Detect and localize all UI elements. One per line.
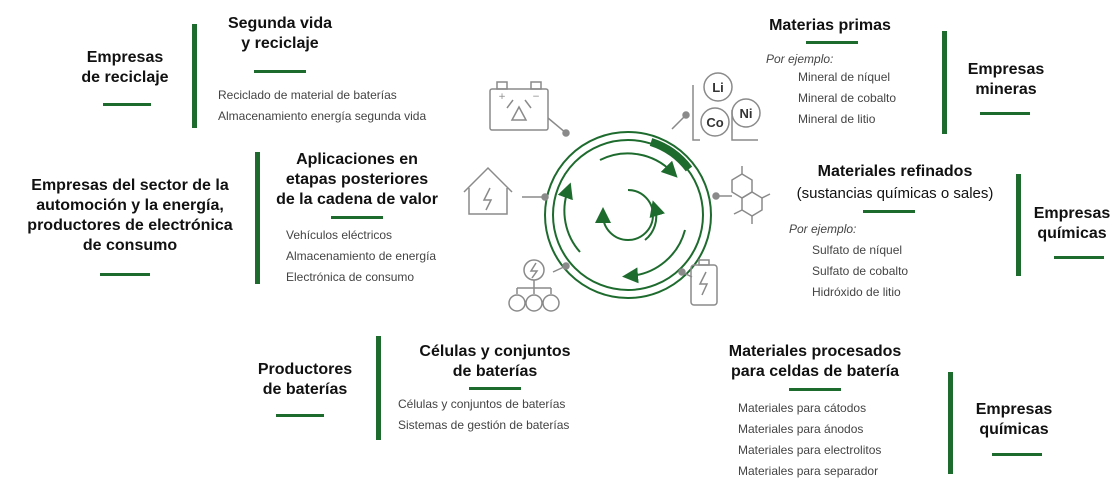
power-grid-icon: [508, 259, 560, 312]
company-chemical-2-underline: [992, 453, 1042, 456]
items-refined: Sulfato de níquel Sulfato de cobalto Hid…: [812, 240, 908, 303]
stage-raw-underline: [806, 41, 858, 44]
list-item: Sulfato de cobalto: [812, 264, 909, 278]
list-item: Sulfato de níquel: [812, 243, 903, 257]
example-label-refined: Por ejemplo:: [789, 222, 857, 236]
nickel-symbol: Ni: [740, 106, 753, 121]
company-battery-underline: [276, 414, 324, 417]
list-item: Células y conjuntos de baterías: [398, 397, 566, 411]
company-recycling: Empresas de reciclaje: [81, 49, 169, 86]
lithium-symbol: Li: [712, 80, 724, 95]
stage-title-raw-materials: Materias primas: [769, 17, 891, 34]
list-item: Almacenamiento de energía: [286, 249, 437, 263]
cycle-highlight: [649, 138, 693, 172]
items-raw-materials: Mineral de níquel Mineral de cobalto Min…: [798, 67, 896, 130]
company-mining-underline: [980, 112, 1030, 115]
stage-cells-underline: [469, 387, 521, 390]
company-chemical-1: Empresas químicas: [1033, 205, 1111, 242]
divider-recycling: [192, 24, 197, 128]
stage-second-life-underline: [254, 70, 306, 73]
list-item: Materiales para separador: [738, 464, 879, 478]
stage-refined-underline: [863, 210, 915, 213]
items-applications: Vehículos eléctricos Almacenamiento de e…: [286, 225, 436, 288]
cobalt-symbol: Co: [706, 115, 723, 130]
items-cells: Células y conjuntos de baterías Sistemas…: [398, 394, 569, 436]
example-label-raw: Por ejemplo:: [766, 52, 834, 66]
divider-chemical-1: [1016, 174, 1021, 276]
items-processed: Materiales para cátodos Materiales para …: [738, 398, 881, 482]
stage-processed-underline: [789, 388, 841, 391]
company-chemical-1-underline: [1054, 256, 1104, 259]
company-automotive-energy: Empresas del sector de la automoción y l…: [27, 177, 233, 254]
battery-plus-sign: +: [498, 92, 506, 102]
divider-mining: [942, 31, 947, 134]
list-item: Materiales para cátodos: [738, 401, 867, 415]
stage-title-applications: Aplicaciones en etapas posteriores de la…: [276, 151, 438, 208]
company-mining: Empresas mineras: [967, 61, 1045, 98]
molecule-icon: [731, 166, 771, 224]
company-recycling-underline: [103, 103, 151, 106]
stage-title-processed: Materiales procesados para celdas de bat…: [728, 343, 902, 380]
divider-cells: [376, 336, 381, 440]
list-item: Mineral de níquel: [798, 70, 891, 84]
company-chemical-2: Empresas químicas: [975, 401, 1053, 438]
divider-applications: [255, 152, 260, 284]
house-energy-icon: [463, 166, 513, 215]
list-item: Mineral de litio: [798, 112, 876, 126]
stage-subtitle-refined: (sustancias químicas o sales): [796, 185, 994, 202]
elements-icon: [692, 72, 761, 141]
list-item: Sistemas de gestión de baterías: [398, 418, 570, 432]
company-automotive-underline: [100, 273, 150, 276]
stage-title-second-life: Segunda vida y reciclaje: [227, 15, 333, 52]
list-item: Mineral de cobalto: [798, 91, 897, 105]
battery-charging-icon: [690, 259, 718, 306]
list-item: Electrónica de consumo: [286, 270, 415, 284]
recycle-battery-icon: [489, 81, 549, 131]
stage-title-refined: Materiales refinados: [817, 163, 973, 180]
list-item: Materiales para electrolitos: [738, 443, 882, 457]
list-item: Materiales para ánodos: [738, 422, 864, 436]
stage-applications-underline: [331, 216, 383, 219]
connectors: [522, 111, 732, 278]
battery-minus-sign: −: [532, 92, 540, 102]
cycle-rings: [544, 131, 712, 299]
company-battery-producers: Productores de baterías: [257, 361, 353, 398]
stage-title-cells: Células y conjuntos de baterías: [419, 343, 571, 380]
list-item: Reciclado de material de baterías: [218, 88, 397, 102]
divider-chemical-2: [948, 372, 953, 474]
list-item: Almacenamiento energía segunda vida: [218, 109, 427, 123]
list-item: Hidróxido de litio: [812, 285, 901, 299]
list-item: Vehículos eléctricos: [286, 228, 393, 242]
items-second-life: Reciclado de material de baterías Almace…: [218, 85, 426, 127]
